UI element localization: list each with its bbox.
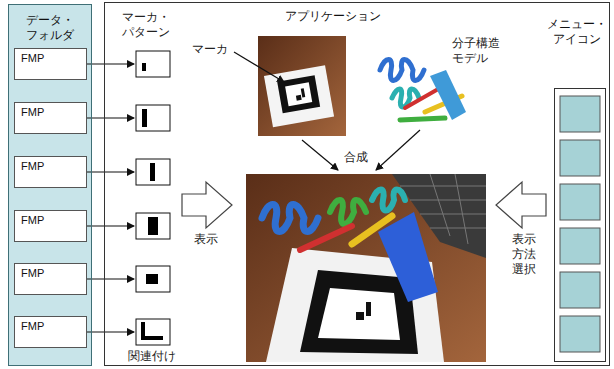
display-arrow bbox=[182, 182, 232, 228]
application-frame: アプリケーションメニュー・アイコン bbox=[104, 2, 610, 366]
arrow-label: 表示方法選択 bbox=[512, 232, 538, 277]
node-text: FMP bbox=[15, 157, 86, 177]
select-arrow bbox=[496, 182, 546, 228]
file-box: FMP bbox=[14, 102, 87, 134]
molecule-model bbox=[380, 60, 466, 121]
pattern-boxes bbox=[136, 51, 170, 345]
file-box: FMP bbox=[14, 210, 87, 242]
marker-leader bbox=[234, 52, 284, 82]
marker-photo bbox=[258, 36, 346, 136]
arrow-label: 表示 bbox=[194, 232, 218, 247]
note-label: 関連付け bbox=[128, 349, 176, 364]
file-box: FMP bbox=[14, 316, 87, 348]
composite-image bbox=[246, 174, 486, 362]
column-heading: マーカ・パターン bbox=[122, 10, 172, 40]
file-box: FMP bbox=[14, 156, 87, 188]
compose-arrow bbox=[302, 140, 338, 170]
node-text: FMP bbox=[15, 49, 86, 69]
file-box: FMP bbox=[14, 263, 87, 295]
menu-panel: メニュー・アイコン bbox=[554, 88, 606, 362]
node-text: データ・フォルダ bbox=[25, 13, 75, 43]
folder-fill bbox=[9, 5, 91, 365]
node-text: FMP bbox=[15, 317, 86, 337]
node-text: アプリケーション bbox=[285, 9, 381, 24]
callout-label: 分子構造モデル bbox=[452, 36, 502, 66]
node-text: FMP bbox=[15, 211, 86, 231]
compose-arrow bbox=[376, 130, 420, 170]
menu-icons bbox=[554, 88, 606, 362]
node-text: FMP bbox=[15, 264, 86, 284]
node-text: メニュー・アイコン bbox=[546, 17, 608, 47]
arrow-label: 合成 bbox=[344, 150, 368, 165]
data-folder-panel: データ・フォルダ FMP FMP FMP FMP FMP FMP bbox=[8, 4, 92, 366]
file-box: FMP bbox=[14, 48, 87, 80]
callout-label: マーカ bbox=[192, 42, 228, 57]
node-text: FMP bbox=[15, 103, 86, 123]
